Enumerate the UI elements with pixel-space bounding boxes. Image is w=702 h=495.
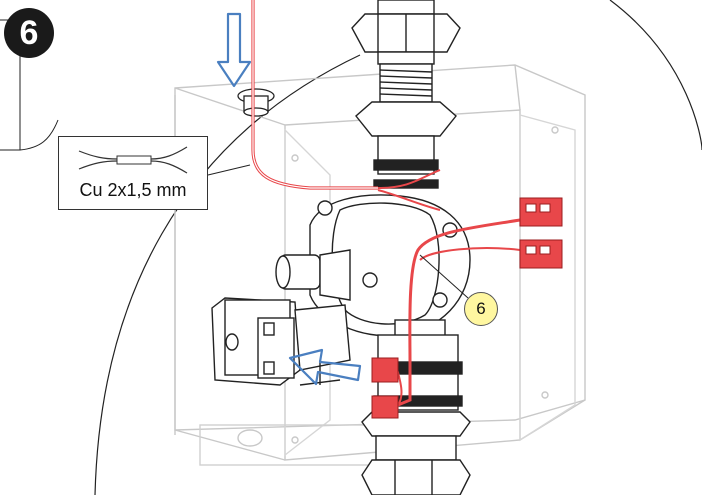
cable-spec-label: Cu 2x1,5 mm: [58, 136, 208, 210]
callout-leader: [419, 254, 469, 299]
cable-spec-text: Cu 2x1,5 mm: [79, 180, 187, 200]
wall-edge: [19, 119, 59, 151]
terminal-block-upper: [519, 197, 563, 227]
insert-arrow-left: [288, 348, 362, 386]
circle-outline-left: [94, 54, 361, 495]
step-number-badge: 6: [4, 8, 54, 58]
cable-grommet: [237, 88, 275, 117]
callout-number: 6: [464, 292, 498, 326]
pipe-fitting-top: [351, 0, 461, 189]
pipe-fitting-bottom: [361, 334, 471, 495]
terminal-block-lower: [519, 239, 563, 269]
circle-outline-right: [609, 0, 702, 151]
valve-body: [275, 194, 471, 351]
coil-connectors: [371, 357, 399, 419]
twin-wire-icon: [78, 146, 188, 174]
label-leader: [207, 164, 251, 176]
insert-arrow-down: [216, 12, 252, 88]
solenoid-coil: [211, 297, 351, 386]
